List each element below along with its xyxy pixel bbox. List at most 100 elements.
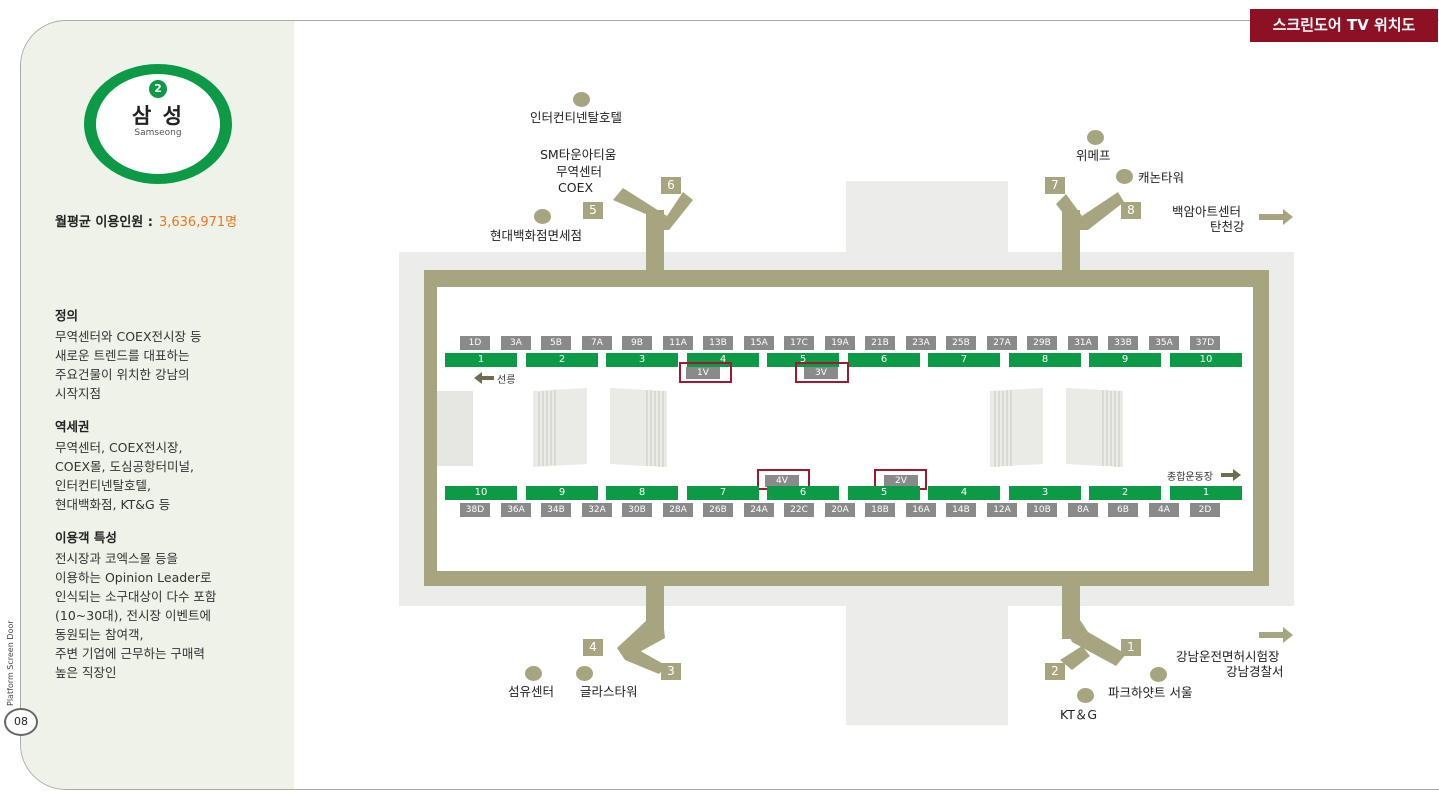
door-code: 6B — [1108, 503, 1138, 517]
arrow-right-icon — [1259, 209, 1293, 225]
door-car: 9 — [1089, 353, 1161, 367]
door-car: 2 — [1089, 486, 1161, 500]
door-code: 24A — [744, 503, 774, 517]
landmark-park-hyatt: 파크하얏트 서울 — [1108, 685, 1193, 700]
monthly-users: 월평균 이용인원 : 3,636,971명 — [55, 211, 237, 230]
landmark-dot — [576, 666, 593, 681]
door-code: 8A — [1068, 503, 1098, 517]
door-car: 6 — [848, 353, 920, 367]
door-code: 15A — [744, 336, 774, 350]
door-code: 18B — [865, 503, 895, 517]
landmark-baekam-art: 백암아트센터 — [1172, 204, 1242, 219]
exit-5: 5 — [583, 202, 603, 219]
door-car: 10 — [1170, 353, 1242, 367]
door-code: 2D — [1190, 503, 1220, 517]
sidebar: 2 삼 성 Samseong 월평균 이용인원 :3,636,971명 정의 무… — [21, 21, 294, 789]
door-code: 1D — [460, 336, 490, 350]
door-car: 7 — [928, 353, 1000, 367]
landmark-ktg: KT＆G — [1060, 707, 1098, 722]
door-code: 32A — [582, 503, 612, 517]
door-code: 16A — [906, 503, 936, 517]
exit-7: 7 — [1045, 177, 1065, 194]
door-car: 3 — [606, 353, 678, 367]
monthly-users-value: 3,636,971명 — [158, 215, 238, 230]
landmark-dot — [1077, 688, 1094, 703]
monthly-users-label: 월평균 이용인원 : — [55, 215, 153, 230]
door-code: 12A — [987, 503, 1017, 517]
landmark-canon-tower: 캐논타워 — [1138, 170, 1185, 185]
door-code: 29B — [1027, 336, 1057, 350]
section-area: 역세권 무역센터, COEX전시장, COEX몰, 도심공항터미널, 인터컨티넨… — [55, 417, 285, 514]
landmark-dot — [525, 666, 542, 681]
section-body: 무역센터, COEX전시장, COEX몰, 도심공항터미널, 인터컨티넨탈호텔,… — [55, 440, 194, 512]
door-code: 25B — [946, 336, 976, 350]
tv-1v: 1V — [686, 367, 720, 379]
door-code: 28A — [663, 503, 693, 517]
tv-4v: 4V — [765, 475, 799, 487]
tv-highlight — [679, 362, 732, 383]
landmark-dot — [1087, 130, 1104, 145]
door-code: 19A — [825, 336, 855, 350]
exit-8: 8 — [1121, 202, 1141, 219]
door-code: 37D — [1190, 336, 1220, 350]
door-car: 3 — [1009, 486, 1081, 500]
door-code: 38D — [460, 503, 490, 517]
line-number-badge: 2 — [149, 80, 167, 98]
door-code: 36A — [501, 503, 531, 517]
door-code: 17C — [784, 336, 814, 350]
tv-highlight — [795, 362, 849, 383]
landmark-tancheon: 탄천강 — [1210, 219, 1245, 234]
door-car: 1 — [1170, 486, 1242, 500]
door-code: 13B — [703, 336, 733, 350]
landmark-glass-tower: 글라스타워 — [580, 684, 638, 699]
landmark-police: 강남경찰서 — [1226, 664, 1284, 679]
door-code: 9B — [622, 336, 652, 350]
landmark-wemakeprice: 위메프 — [1076, 148, 1111, 163]
landmark-license-test: 강남운전면허시험장 — [1176, 649, 1280, 664]
door-code: 26B — [703, 503, 733, 517]
tv-3v: 3V — [804, 367, 838, 379]
direction-left: 선릉 — [497, 375, 516, 386]
door-car: 10 — [445, 486, 517, 500]
door-code: 11A — [663, 336, 693, 350]
landmark-intercontinental: 인터컨티넨탈호텔 — [530, 110, 623, 125]
door-code: 35A — [1149, 336, 1179, 350]
door-code: 10B — [1027, 503, 1057, 517]
door-code: 5B — [541, 336, 571, 350]
door-code: 30B — [622, 503, 652, 517]
door-code: 23A — [906, 336, 936, 350]
arrow-right-icon — [1221, 469, 1241, 481]
section-body: 무역센터와 COEX전시장 등 새로운 트렌드를 대표하는 주요건물이 위치한 … — [55, 329, 202, 401]
door-car: 2 — [526, 353, 598, 367]
vertical-label: Platform Screen Door — [6, 620, 15, 706]
station-name-ko: 삼 성 — [132, 104, 184, 128]
section-body: 전시장과 코엑스몰 등을 이용하는 Opinion Leader로 인식되는 소… — [55, 551, 217, 680]
platform-structures — [437, 388, 1123, 467]
door-code: 34B — [541, 503, 571, 517]
direction-right: 종합운동장 — [1167, 472, 1213, 483]
stair-exit-7-8 — [1056, 192, 1124, 230]
landmark-coex: COEX — [558, 180, 594, 195]
page-number: 08 — [4, 708, 38, 736]
door-car: 6 — [767, 486, 839, 500]
door-car: 8 — [1009, 353, 1081, 367]
arrow-right-icon — [1259, 627, 1293, 643]
door-car: 1 — [445, 353, 517, 367]
page-title: 스크린도어 TV 위치도 — [1250, 9, 1438, 42]
landmark-sm-town: SM타운아티움 — [540, 147, 617, 162]
door-code: 3A — [501, 336, 531, 350]
section-heading: 역세권 — [55, 419, 90, 434]
door-code: 27A — [987, 336, 1017, 350]
section-heading: 이용객 특성 — [55, 530, 117, 545]
exit-2: 2 — [1045, 663, 1065, 680]
landmark-dot — [573, 92, 590, 107]
section-users: 이용객 특성 전시장과 코엑스몰 등을 이용하는 Opinion Leader로… — [55, 528, 285, 682]
stair-exit-3-4 — [617, 620, 667, 674]
section-heading: 정의 — [55, 308, 79, 323]
landmark-dot — [1116, 169, 1133, 184]
door-car: 9 — [526, 486, 598, 500]
exit-3: 3 — [661, 663, 681, 680]
door-code: 4A — [1149, 503, 1179, 517]
landmark-trade-center: 무역센터 — [556, 164, 603, 179]
stair-exit-5-6 — [613, 188, 693, 230]
